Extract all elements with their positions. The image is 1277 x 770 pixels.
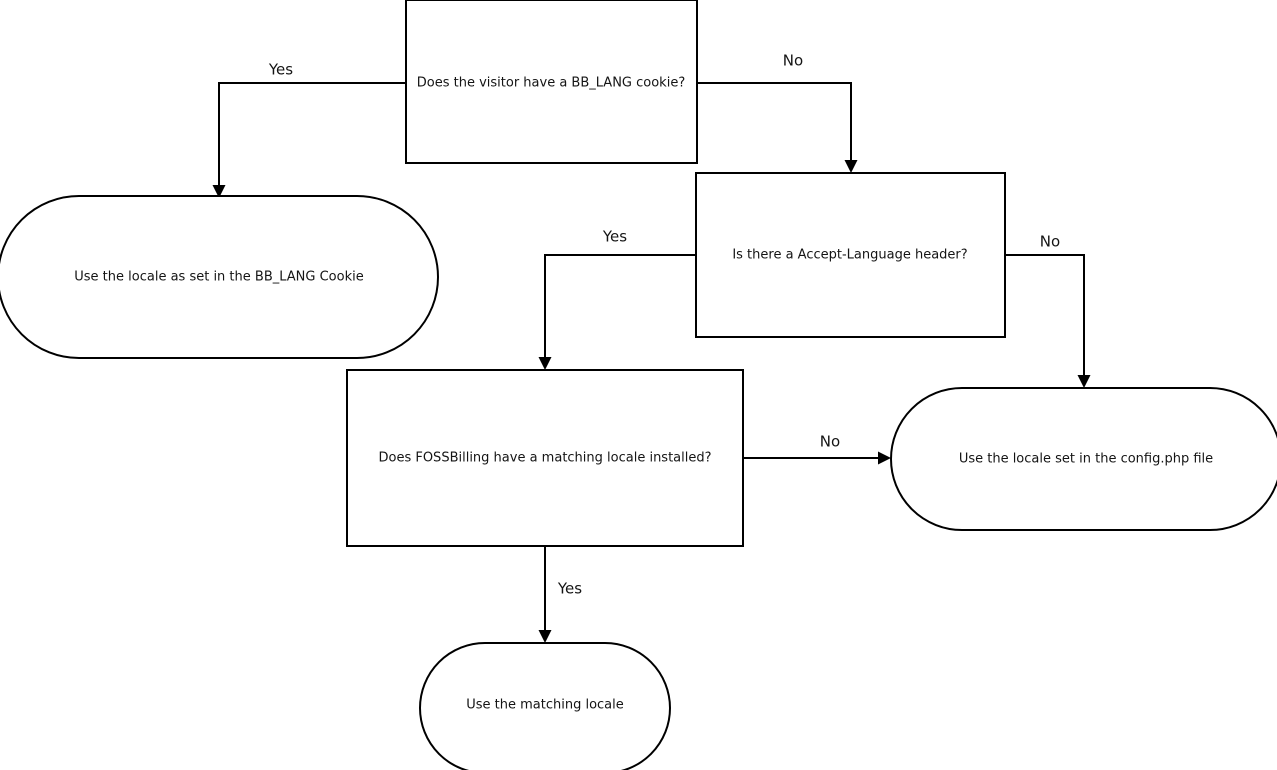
arrow-head-icon (538, 630, 552, 643)
process-shape[interactable] (405, 0, 698, 164)
edge-line (697, 82, 852, 167)
arrow-head-icon (844, 160, 858, 173)
edge-label-yes: Yes (557, 580, 582, 598)
node-label: Use the locale set in the config.php fil… (959, 452, 1213, 467)
arrow-head-icon (878, 451, 891, 465)
flow-node-n6[interactable]: Use the matching locale (419, 642, 671, 770)
process-shape[interactable] (346, 369, 744, 547)
terminator-shape[interactable] (419, 642, 671, 770)
flow-node-n5[interactable]: Use the locale set in the config.php fil… (890, 387, 1277, 531)
terminator-shape[interactable] (0, 195, 439, 359)
flow-node-n4[interactable]: Does FOSSBilling have a matching locale … (346, 369, 744, 547)
edge-n3-to-n4 (538, 254, 696, 370)
arrow-head-icon (212, 185, 226, 198)
edges-layer (212, 82, 1091, 643)
edge-line (1005, 254, 1085, 382)
edge-n1-to-n2 (212, 82, 406, 198)
edge-n4-to-n6 (538, 546, 552, 643)
node-label: Is there a Accept-Language header? (732, 248, 967, 263)
edge-label-yes: Yes (602, 228, 627, 246)
node-label: Does FOSSBilling have a matching locale … (378, 451, 711, 466)
arrow-head-icon (1077, 375, 1091, 388)
process-shape[interactable] (695, 172, 1006, 338)
flow-node-n2[interactable]: Use the locale as set in the BB_LANG Coo… (0, 195, 439, 359)
node-label: Use the matching locale (466, 698, 624, 713)
flow-node-n3[interactable]: Is there a Accept-Language header? (695, 172, 1006, 338)
node-label: Does the visitor have a BB_LANG cookie? (417, 76, 685, 91)
edge-line (544, 254, 696, 364)
edge-label-no: No (1040, 233, 1060, 251)
edge-n4-to-n5 (743, 451, 891, 465)
edge-label-no: No (783, 52, 803, 70)
node-label: Use the locale as set in the BB_LANG Coo… (74, 270, 363, 285)
flow-node-n1[interactable]: Does the visitor have a BB_LANG cookie? (405, 0, 698, 164)
edge-label-yes: Yes (268, 61, 293, 79)
edge-n3-to-n5 (1005, 254, 1091, 388)
arrow-head-icon (538, 357, 552, 370)
edge-label-no: No (820, 433, 840, 451)
edge-n1-to-n3 (697, 82, 858, 173)
edge-line (218, 82, 406, 192)
terminator-shape[interactable] (890, 387, 1277, 531)
